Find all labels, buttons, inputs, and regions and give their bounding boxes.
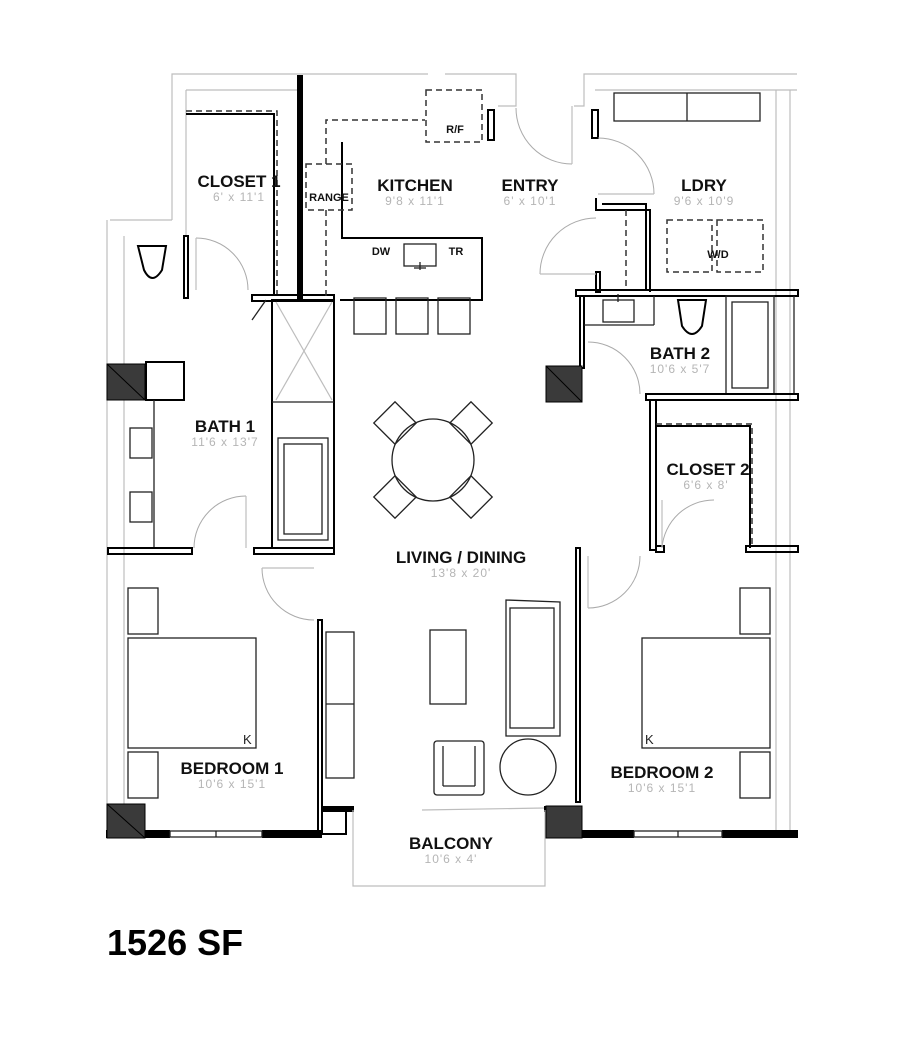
room-dimensions: 10'6 x 5'7 — [650, 362, 711, 376]
room-name: BATH 1 — [195, 417, 255, 436]
room-name: LDRY — [681, 176, 727, 195]
room-dimensions: 10'6 x 15'1 — [628, 781, 696, 795]
columns — [106, 363, 583, 839]
room-ldry: LDRY 9'6 x 10'9 — [674, 176, 735, 208]
room-name: BATH 2 — [650, 344, 710, 363]
living-furniture — [325, 599, 561, 796]
bed2-size-label: K — [645, 732, 654, 747]
room-closet1: CLOSET 1 6' x 11'1 — [197, 172, 280, 204]
room-dimensions: 6' x 11'1 — [213, 190, 265, 204]
room-kitchen: KITCHEN 9'8 x 11'1 — [377, 176, 453, 208]
room-name: BEDROOM 2 — [611, 763, 714, 782]
room-dimensions: 11'6 x 13'7 — [191, 435, 258, 449]
bedroom2-furniture: K — [641, 587, 771, 799]
room-entry: ENTRY 6' x 10'1 — [502, 176, 560, 208]
toilets — [136, 245, 708, 335]
washer-dryer-label: W/D — [707, 249, 728, 261]
refrigerator-label: R/F — [446, 124, 464, 136]
exterior-outline — [106, 73, 797, 836]
room-dimensions: 6'6 x 8' — [683, 478, 728, 492]
room-name: CLOSET 2 — [666, 460, 749, 479]
room-balcony: BALCONY 10'6 x 4' — [409, 834, 494, 866]
room-bedroom1: BEDROOM 1 10'6 x 15'1 — [181, 759, 284, 791]
dining-table-set — [372, 400, 494, 520]
room-name: CLOSET 1 — [197, 172, 280, 191]
room-dimensions: 10'6 x 4' — [425, 852, 478, 866]
room-dimensions: 9'8 x 11'1 — [385, 194, 445, 208]
room-name: BALCONY — [409, 834, 494, 853]
room-name: LIVING / DINING — [396, 548, 526, 567]
room-labels: CLOSET 1 6' x 11'1 KITCHEN 9'8 x 11'1 EN… — [181, 172, 750, 866]
room-bath1: BATH 1 11'6 x 13'7 — [191, 417, 258, 449]
trash-label: TR — [449, 246, 464, 258]
room-name: KITCHEN — [377, 176, 453, 195]
fixture-labels: RANGE R/F DW TR W/D — [309, 124, 729, 261]
room-dimensions: 9'6 x 10'9 — [674, 194, 735, 208]
room-name: ENTRY — [502, 176, 560, 195]
room-dimensions: 6' x 10'1 — [504, 194, 557, 208]
bed1-size-label: K — [243, 732, 252, 747]
room-dimensions: 13'8 x 20' — [431, 566, 492, 580]
bedroom1-furniture: K — [127, 587, 257, 799]
room-name: BEDROOM 1 — [181, 759, 284, 778]
range-label: RANGE — [309, 192, 349, 204]
door-swings — [193, 106, 715, 621]
room-closet2: CLOSET 2 6'6 x 8' — [666, 460, 749, 492]
room-bedroom2: BEDROOM 2 10'6 x 15'1 — [611, 763, 714, 795]
dishwasher-label: DW — [372, 246, 391, 258]
room-bath2: BATH 2 10'6 x 5'7 — [650, 344, 711, 376]
total-square-footage: 1526 SF — [107, 922, 244, 963]
room-dimensions: 10'6 x 15'1 — [198, 777, 266, 791]
room-living-dining: LIVING / DINING 13'8 x 20' — [396, 548, 526, 580]
